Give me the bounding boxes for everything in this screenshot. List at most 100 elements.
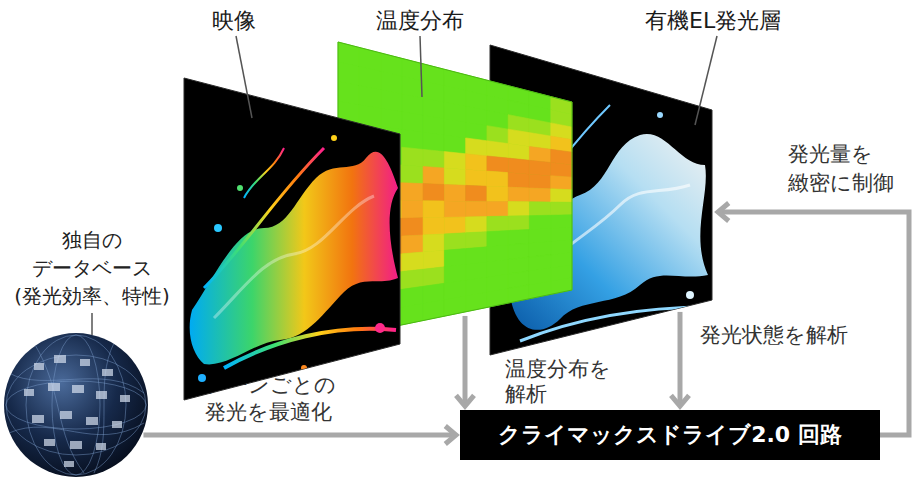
heat-tile [381, 163, 402, 182]
heat-tile [444, 296, 465, 316]
heat-tile [359, 86, 380, 109]
heat-tile [466, 292, 487, 312]
heat-tile [338, 238, 359, 259]
heat-tile [551, 202, 572, 215]
heat-tile [359, 105, 380, 127]
heat-tile [444, 201, 465, 217]
heat-tile [551, 215, 572, 229]
heat-tile [508, 144, 529, 161]
heat-tile [466, 232, 487, 249]
connector-line [678, 312, 683, 406]
panel-title: 映像 [212, 8, 256, 34]
heat-tile [487, 141, 508, 158]
heat-tile [359, 200, 380, 219]
heat-tile [359, 237, 380, 257]
heat-tile [381, 289, 402, 310]
heat-tile [423, 234, 444, 252]
heat-tile [402, 183, 423, 201]
heat-tile [508, 216, 529, 231]
heat-tile [529, 188, 550, 202]
heat-tile [402, 147, 423, 166]
connector-label: 発光状態を解析 [700, 322, 848, 348]
heat-tile [423, 132, 444, 151]
database-sphere [4, 333, 148, 477]
heat-tile [487, 231, 508, 247]
circuit-label: クライマックスドライブ2.0 回路 [498, 420, 842, 450]
panel-title: 有機EL発光層 [645, 8, 781, 34]
heat-tile [423, 300, 444, 321]
connector-line [463, 316, 468, 406]
leader-line [695, 36, 717, 125]
heat-tile [381, 108, 402, 129]
heat-tile [444, 217, 465, 234]
arrowhead [671, 395, 689, 406]
heat-tile [402, 252, 423, 272]
picture-panel-node: 映像 [184, 78, 400, 400]
heat-tile [402, 235, 423, 254]
heat-tile [381, 90, 402, 112]
heat-tile [423, 217, 444, 235]
heat-tile [338, 276, 359, 298]
heat-tile [359, 274, 380, 295]
heat-tile [444, 168, 465, 185]
heat-tile [423, 149, 444, 168]
heat-tile [466, 138, 487, 156]
heat-tile [508, 243, 529, 259]
heat-tile [338, 315, 359, 338]
heat-tile [423, 115, 444, 135]
heat-tile [381, 272, 402, 293]
connector-label: 発光量を 緻密に制御 [788, 140, 900, 198]
heat-tile [423, 167, 444, 185]
heat-tile [359, 181, 380, 200]
arrowhead [456, 395, 474, 406]
connector-arrow [143, 426, 456, 444]
heat-tile [381, 254, 402, 274]
heat-tile [338, 160, 359, 181]
heat-tile [338, 141, 359, 162]
heat-tile [466, 201, 487, 217]
heat-tile [487, 245, 508, 262]
heat-tile [529, 160, 550, 175]
heat-tile [508, 187, 529, 202]
heat-tile [487, 216, 508, 232]
heat-tile [359, 219, 380, 239]
heat-tile [444, 119, 465, 138]
heat-tile [402, 112, 423, 133]
heat-tile [466, 217, 487, 233]
heat-tile [508, 202, 529, 216]
heat-tile [381, 145, 402, 165]
leader-line [236, 36, 252, 118]
heat-tile [338, 295, 359, 318]
heat-tile [444, 135, 465, 154]
connector-arrow [671, 312, 689, 406]
heat-tile [423, 201, 444, 218]
heat-tile [551, 189, 572, 202]
heat-tile [338, 81, 359, 104]
leader-line [91, 313, 93, 335]
heat-tile [338, 257, 359, 278]
heat-tile [529, 215, 550, 229]
heat-tile [551, 176, 572, 190]
heat-tile [381, 307, 402, 329]
heat-tile [359, 162, 380, 182]
heat-tile [444, 249, 465, 267]
heat-tile [359, 143, 380, 164]
heat-tile [423, 184, 444, 201]
heat-tile [381, 127, 402, 148]
heat-tile [402, 129, 423, 149]
heat-tile [551, 227, 572, 241]
heat-tile [529, 202, 550, 216]
heat-tile [466, 154, 487, 171]
heat-tile [466, 170, 487, 187]
heat-tile [338, 180, 359, 200]
heat-tile [381, 218, 402, 237]
heat-tile [466, 122, 487, 141]
database-title: 独自の データベース (発光効率、特性) [8, 226, 176, 310]
panel-title: 温度分布 [376, 8, 464, 34]
heat-tile [402, 165, 423, 184]
connector-arrow [718, 203, 909, 435]
connector-arrow [456, 316, 474, 406]
heat-tile [338, 200, 359, 220]
heat-tile [381, 200, 402, 218]
heat-tile [402, 218, 423, 236]
